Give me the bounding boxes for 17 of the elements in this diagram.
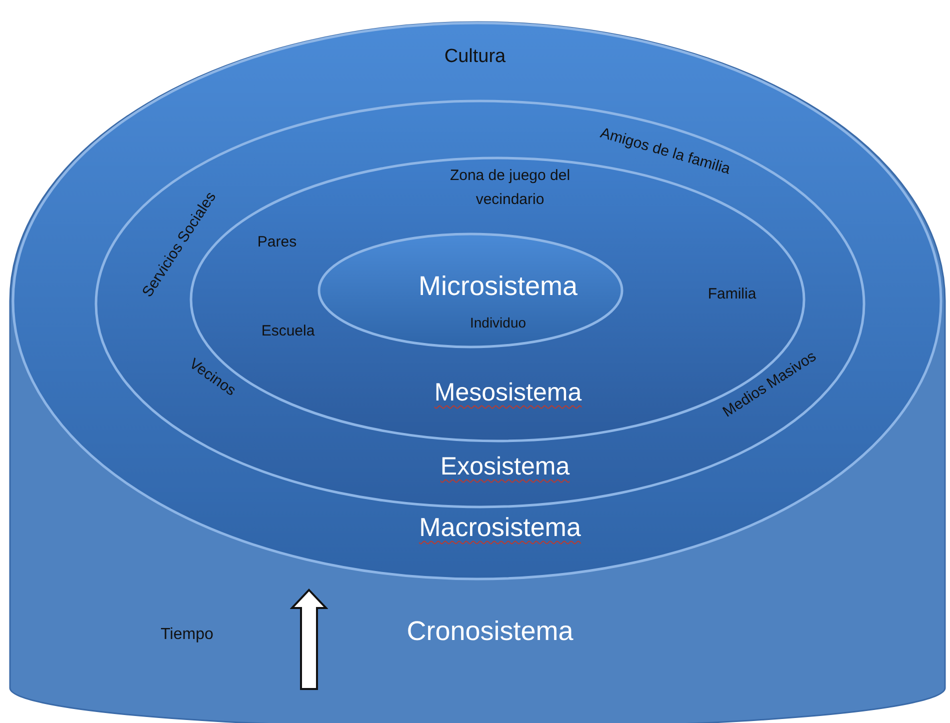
ring-label: Individuo bbox=[470, 314, 526, 332]
ring-label: Zona de juego del vecindario bbox=[448, 166, 572, 210]
ring-label: Familia bbox=[708, 286, 756, 304]
system-name: Microsistema bbox=[418, 270, 578, 304]
system-name: Exosistema bbox=[440, 451, 570, 482]
ring-ellipse bbox=[318, 233, 623, 348]
axis-label: Tiempo bbox=[160, 625, 214, 645]
ring-ellipse bbox=[12, 22, 942, 580]
ring-label: Amigos de la familia bbox=[598, 124, 732, 180]
system-name: Cronosistema bbox=[406, 615, 574, 648]
ring-ellipse bbox=[95, 100, 865, 508]
system-name: Mesosistema bbox=[434, 377, 582, 408]
cylinder-shape bbox=[10, 20, 945, 720]
ring-label: Pares bbox=[257, 234, 297, 252]
ring-label: Cultura bbox=[444, 45, 506, 69]
system-name: Macrosistema bbox=[419, 510, 581, 544]
ring-label: Escuela bbox=[261, 322, 315, 342]
